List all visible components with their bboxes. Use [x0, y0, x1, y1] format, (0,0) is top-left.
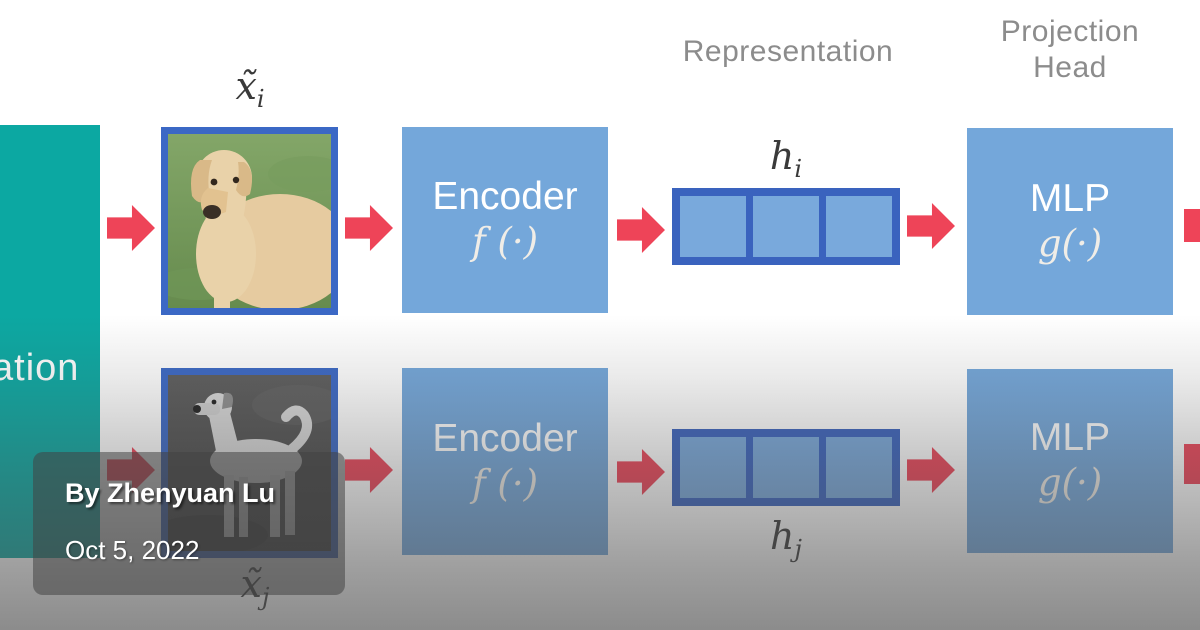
mlp-title: MLP — [1029, 416, 1111, 459]
projection-head-line1: Projection — [1000, 15, 1140, 48]
augmentation-box-label: ation — [0, 347, 80, 389]
projection-head-column-label: Projection Head — [947, 14, 1193, 86]
arrow-right-icon — [617, 449, 665, 495]
arrow-right-icon — [1184, 444, 1200, 484]
arrow-right-icon — [617, 207, 665, 253]
mlp-block-top: MLP g(·) — [967, 128, 1173, 315]
author-overlay-card: By Zhenyuan Lu Oct 5, 2022 — [33, 452, 345, 595]
representation-vector-hi — [672, 188, 900, 265]
vector-cell — [753, 196, 819, 257]
encoder-title: Encoder — [432, 175, 578, 218]
mlp-block-bottom: MLP g(·) — [967, 369, 1173, 553]
dog-photo-augmented-i — [161, 127, 338, 315]
vector-cell — [753, 437, 819, 498]
arrow-right-icon — [1184, 209, 1200, 242]
author-byline: By Zhenyuan Lu — [65, 478, 276, 508]
mlp-title: MLP — [1029, 176, 1111, 220]
representation-vector-hj — [672, 429, 900, 506]
encoder-function-label: f (·) — [471, 461, 539, 505]
augmented-input-i-label: x̃i — [235, 64, 265, 113]
mlp-function-label: g(·) — [1037, 461, 1103, 504]
vector-cell — [680, 196, 746, 257]
vector-cell — [826, 196, 892, 257]
representation-hj-label: hj — [770, 514, 802, 563]
vector-cell — [680, 437, 746, 498]
representation-column-label: Representation — [682, 35, 894, 68]
encoder-title: Encoder — [432, 416, 578, 460]
encoder-block-bottom: Encoder f (·) — [402, 368, 608, 555]
projection-head-line2: Head — [1033, 51, 1107, 84]
color-dog-illustration — [168, 134, 331, 308]
arrow-right-icon — [107, 205, 155, 251]
publish-date: Oct 5, 2022 — [65, 535, 200, 565]
vector-cell — [826, 437, 892, 498]
arrow-right-icon — [907, 203, 955, 249]
encoder-function-label: f (·) — [471, 220, 539, 263]
arrow-right-icon — [345, 447, 393, 493]
arrow-right-icon — [907, 447, 955, 493]
representation-hi-label: hi — [769, 134, 803, 183]
encoder-block-top: Encoder f (·) — [402, 127, 608, 313]
arrow-right-icon — [345, 205, 393, 251]
mlp-function-label: g(·) — [1037, 221, 1103, 265]
